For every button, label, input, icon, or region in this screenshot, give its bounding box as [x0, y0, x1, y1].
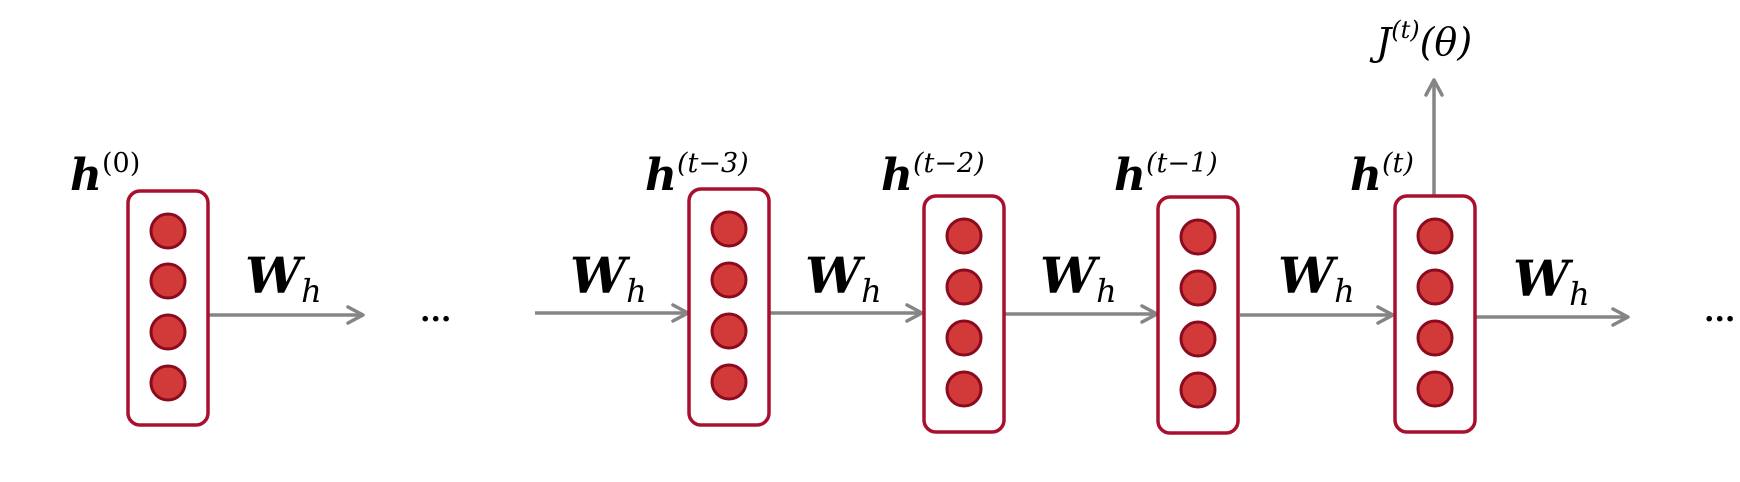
- neuron: [1179, 269, 1217, 307]
- ellipses: ... ...: [420, 294, 1735, 329]
- loss-base: J: [1369, 20, 1393, 64]
- neuron: [1416, 268, 1454, 306]
- label-superscript: (0): [102, 148, 140, 179]
- weight-label: Wh: [1513, 249, 1590, 313]
- hidden-state-h0: [126, 189, 210, 427]
- weight-base: W: [570, 246, 631, 305]
- neuron: [149, 262, 187, 300]
- loss-argument: (θ): [1420, 20, 1473, 64]
- neuron: [1416, 370, 1454, 408]
- neuron: [1179, 371, 1217, 409]
- neuron: [1179, 320, 1217, 358]
- label-base: h: [1350, 150, 1382, 201]
- weight-subscript: h: [861, 272, 882, 310]
- hidden-state-ht3: [687, 187, 771, 427]
- label-superscript: (t): [1382, 148, 1414, 179]
- weight-base: W: [245, 246, 306, 305]
- label-ht3: h(t−3): [645, 148, 749, 201]
- neuron: [710, 363, 748, 401]
- weight-labels: Wh Wh Wh Wh Wh Wh: [245, 246, 1590, 313]
- neuron: [1416, 319, 1454, 357]
- weight-base: W: [1278, 246, 1339, 305]
- weight-label: Wh: [570, 246, 647, 310]
- label-superscript: (t−3): [677, 148, 749, 179]
- label-base: h: [70, 150, 102, 201]
- hidden-state-ht2: [922, 194, 1006, 434]
- ellipsis-left: ...: [420, 294, 451, 329]
- ellipsis-right: ...: [1704, 294, 1735, 329]
- weight-subscript: h: [626, 272, 647, 310]
- label-ht: h(t): [1350, 148, 1414, 201]
- neuron: [710, 261, 748, 299]
- label-superscript: (t−1): [1146, 148, 1218, 179]
- hidden-box: [126, 189, 210, 427]
- weight-base: W: [805, 246, 866, 305]
- neuron: [710, 312, 748, 350]
- weight-label: Wh: [805, 246, 882, 310]
- neuron: [945, 319, 983, 357]
- neuron: [945, 217, 983, 255]
- weight-label: Wh: [1040, 246, 1117, 310]
- label-base: h: [645, 150, 677, 201]
- weight-label: Wh: [245, 246, 322, 310]
- neuron: [149, 364, 187, 402]
- weight-subscript: h: [301, 272, 322, 310]
- weight-base: W: [1040, 246, 1101, 305]
- hidden-box: [922, 194, 1006, 434]
- neuron: [1179, 218, 1217, 256]
- neuron: [149, 212, 187, 250]
- loss-superscript: (t): [1391, 16, 1419, 44]
- neuron: [710, 210, 748, 248]
- loss-label: J(t)(θ): [1369, 16, 1472, 64]
- label-ht2: h(t−2): [881, 148, 985, 201]
- recurrence-arrows: [209, 78, 1630, 327]
- weight-subscript: h: [1096, 272, 1117, 310]
- hidden-box: [687, 187, 771, 427]
- neuron: [1416, 217, 1454, 255]
- hidden-state-ht1: [1156, 195, 1240, 435]
- neuron: [945, 370, 983, 408]
- weight-subscript: h: [1334, 272, 1355, 310]
- neuron: [149, 313, 187, 351]
- weight-subscript: h: [1569, 275, 1590, 313]
- label-h0: h(0): [70, 148, 140, 201]
- weight-label: Wh: [1278, 246, 1355, 310]
- hidden-box: [1156, 195, 1240, 435]
- label-base: h: [881, 150, 913, 201]
- hidden-box: [1393, 194, 1477, 434]
- weight-base: W: [1513, 249, 1574, 308]
- label-superscript: (t−2): [913, 148, 985, 179]
- hidden-state-labels: h(0) h(t−3) h(t−2) h(t−1) h(t): [70, 148, 1414, 201]
- label-base: h: [1114, 150, 1146, 201]
- hidden-state-ht: [1393, 194, 1477, 434]
- label-ht1: h(t−1): [1114, 148, 1218, 201]
- neuron: [945, 268, 983, 306]
